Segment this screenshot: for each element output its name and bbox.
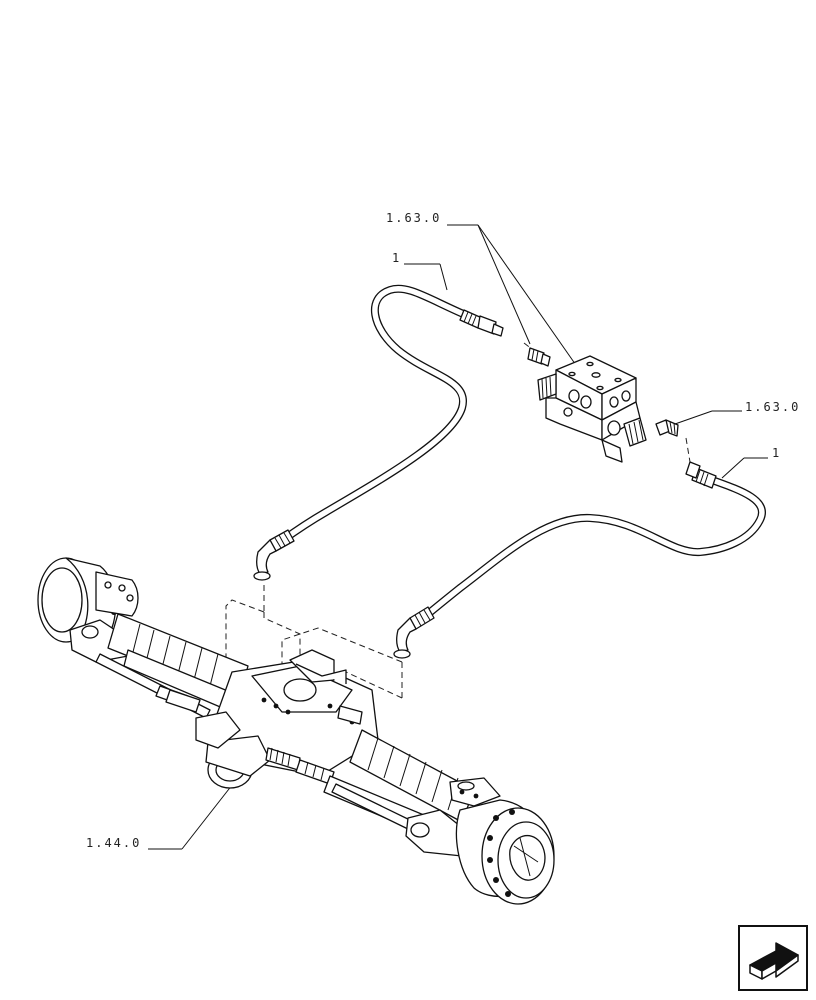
right-wheel-hub — [449, 777, 555, 905]
assembly-guide-lines — [225, 342, 691, 699]
callout-label-valve-fittings: 1.63.0 — [386, 211, 441, 225]
adapter-fitting-right[interactable] — [655, 419, 679, 437]
callout-hose-lower[interactable]: 1 — [721, 446, 781, 479]
callout-valve-fittings[interactable]: 1.63.0 — [386, 211, 579, 369]
differential-housing — [195, 649, 379, 789]
callout-right-fitting[interactable]: 1.63.0 — [674, 400, 800, 425]
hose-upper-top-fitting — [459, 309, 504, 337]
next-page-button[interactable] — [738, 925, 808, 991]
hose-lower-bottom-fitting — [393, 606, 435, 659]
callout-axle[interactable]: 1.44.0 — [86, 779, 237, 850]
callout-label-right-fitting: 1.63.0 — [745, 400, 800, 414]
hose-lower[interactable] — [393, 461, 766, 659]
callout-hose-upper[interactable]: 1 — [392, 251, 448, 291]
hose-upper-bottom-fitting — [253, 529, 295, 581]
callout-label-hose-upper: 1 — [392, 251, 401, 265]
callout-label-axle: 1.44.0 — [86, 836, 141, 850]
next-page-arrow-icon — [749, 942, 799, 980]
front-axle-assembly[interactable] — [37, 557, 555, 905]
callout-label-hose-lower: 1 — [772, 446, 781, 460]
adapter-fitting-left[interactable] — [527, 347, 551, 367]
control-valve-block[interactable] — [537, 355, 647, 463]
hose-upper[interactable] — [253, 284, 504, 581]
hose-lower-top-fitting — [685, 461, 717, 489]
